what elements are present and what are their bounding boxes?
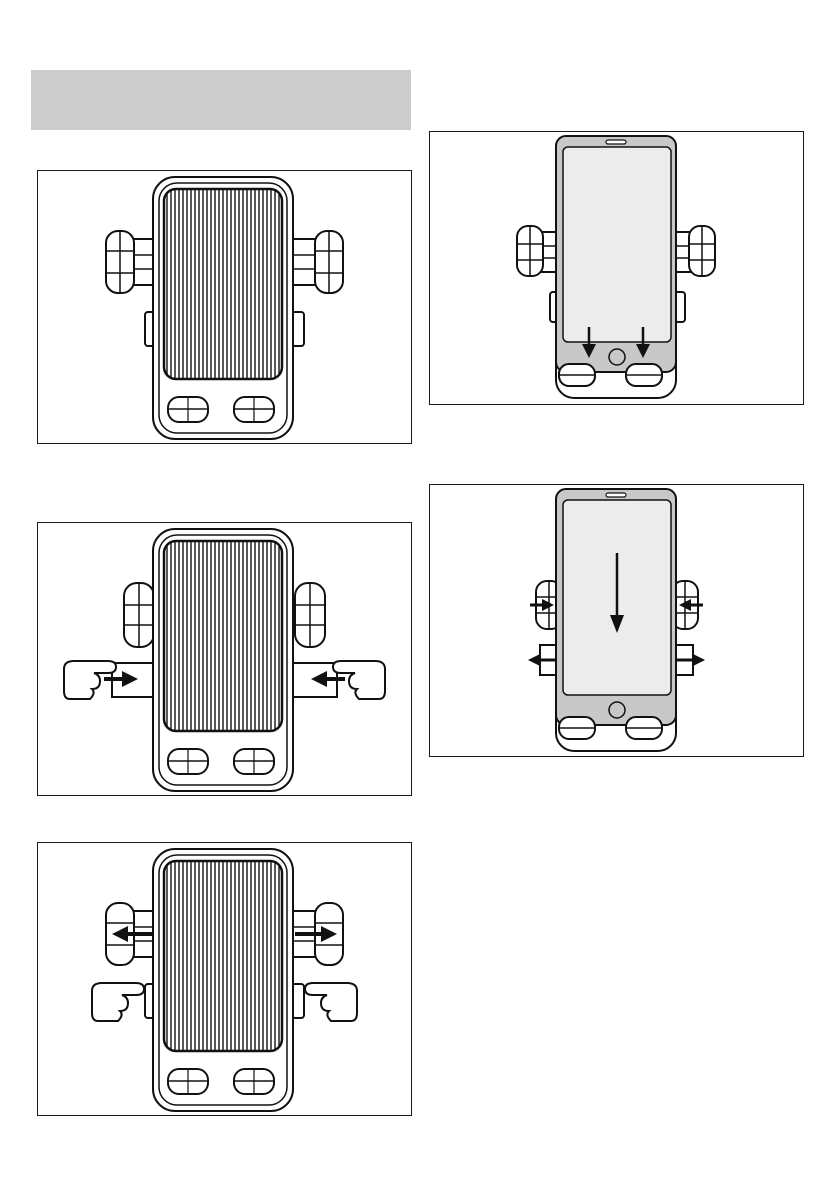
phone-holder-icon [38,843,411,1115]
smartphone-icon [430,485,803,756]
figure-insert-phone [429,131,804,405]
figure-squeeze-side-arms [37,522,412,796]
pointing-hand-icon [92,983,144,1021]
pointing-hand-icon [305,983,357,1021]
figure-arms-clamp-phone [429,484,804,757]
section-header-bar [31,70,411,130]
phone-holder-icon [38,523,411,795]
figure-holder-default [37,170,412,444]
figure-press-release-buttons [37,842,412,1116]
smartphone-icon [430,132,803,404]
phone-holder-icon [38,171,411,443]
